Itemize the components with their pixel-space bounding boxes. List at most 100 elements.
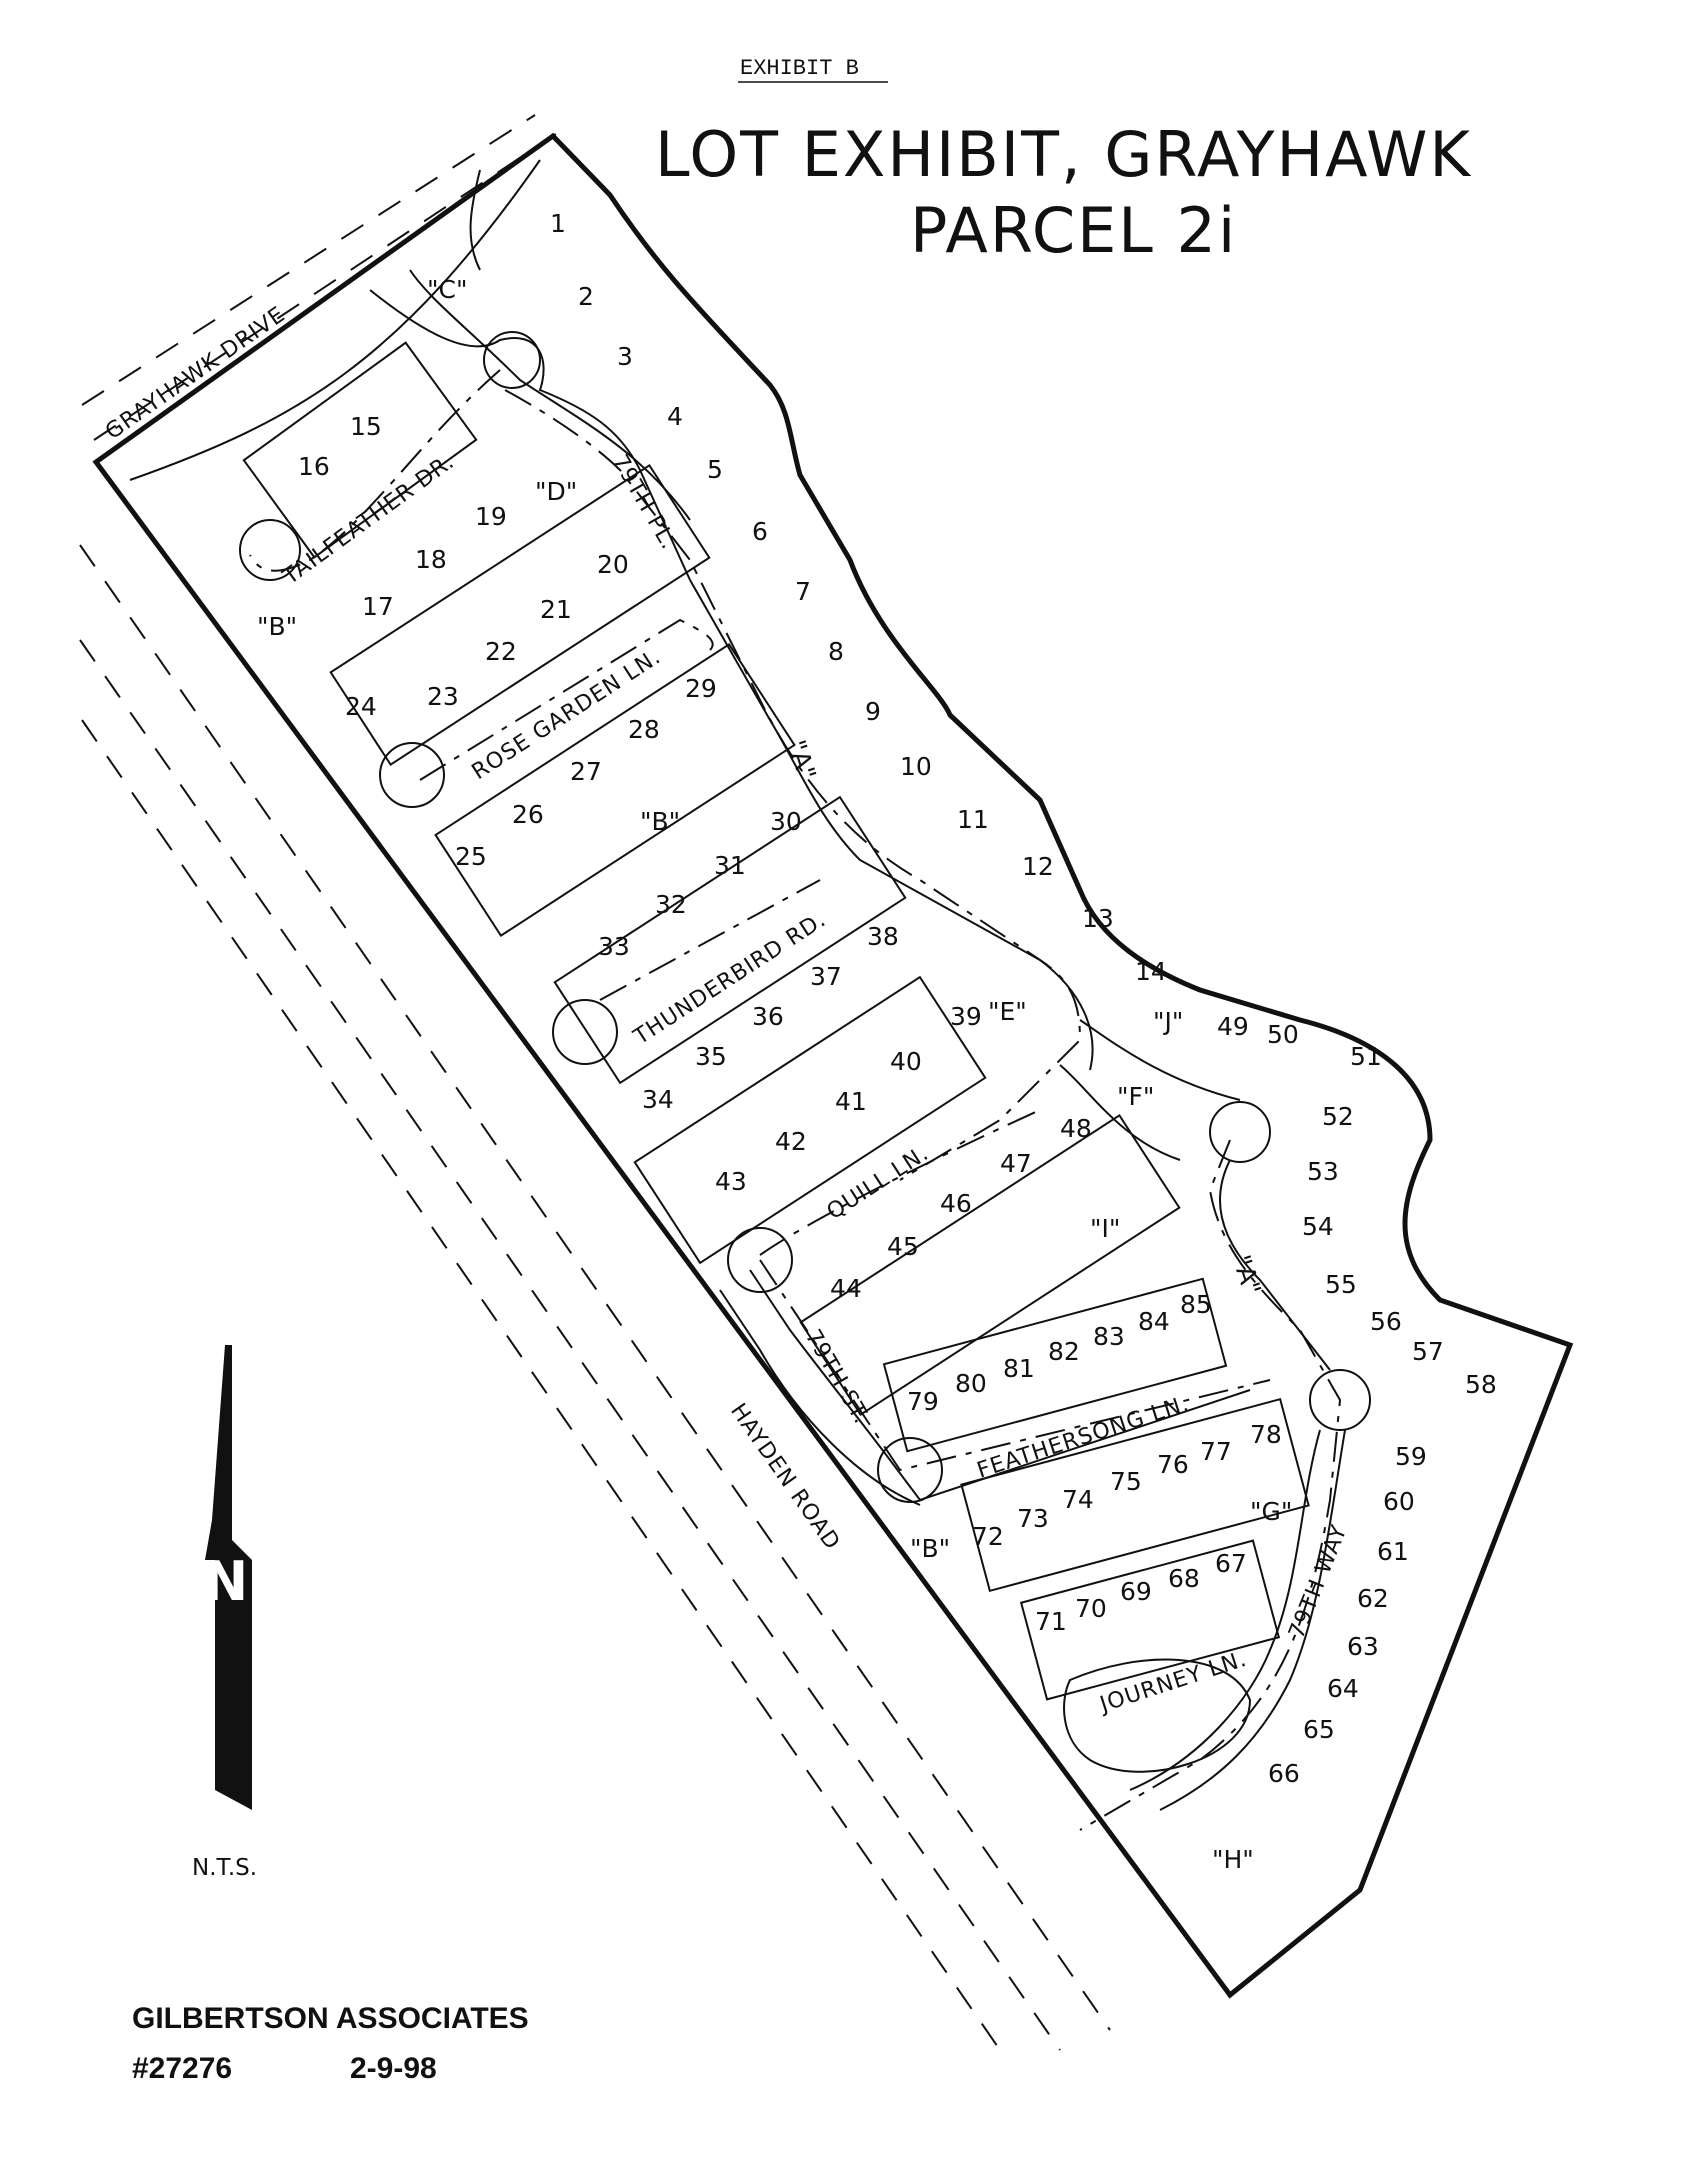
tract-b-1: "B" [257, 612, 297, 641]
tract-c: "C" [427, 275, 467, 304]
street-journey-ln: JOURNEY LN. [1095, 1647, 1250, 1719]
lot-42: 42 [775, 1127, 807, 1156]
street-hayden-road: HAYDEN ROAD [725, 1399, 845, 1555]
street-79th-st: 79TH ST. [800, 1326, 874, 1429]
lot-83: 83 [1093, 1322, 1125, 1351]
lot-63: 63 [1347, 1632, 1379, 1661]
tract-i: "I" [1090, 1214, 1120, 1243]
lot-79: 79 [907, 1387, 939, 1416]
lot-1: 1 [550, 209, 566, 238]
exhibit-label: EXHIBIT B [740, 56, 859, 81]
lot-5: 5 [707, 455, 723, 484]
lot-24: 24 [345, 692, 377, 721]
lot-81: 81 [1003, 1354, 1035, 1383]
lot-53: 53 [1307, 1157, 1339, 1186]
hayden-road-row-lines [79, 544, 1111, 2051]
lot-44: 44 [830, 1274, 862, 1303]
lot-38: 38 [867, 922, 899, 951]
lot-21: 21 [540, 595, 572, 624]
tract-b-3: "B" [910, 1534, 950, 1563]
lot-64: 64 [1327, 1674, 1359, 1703]
plat-date: 2-9-98 [350, 2052, 437, 2085]
lot-71: 71 [1035, 1607, 1067, 1636]
tract-b-2: "B" [640, 807, 680, 836]
lot-70: 70 [1075, 1594, 1107, 1623]
lot-52: 52 [1322, 1102, 1354, 1131]
north-arrow: N [203, 1345, 252, 1810]
lot-68: 68 [1168, 1564, 1200, 1593]
lot-34: 34 [642, 1085, 674, 1114]
lot-76: 76 [1157, 1450, 1189, 1479]
lot-51: 51 [1350, 1042, 1382, 1071]
title-line-1: LOT EXHIBIT, GRAYHAWK [655, 118, 1472, 191]
street-thunderbird-rd: THUNDERBIRD RD. [629, 907, 831, 1050]
street-79th-pl: 79TH PL. [607, 451, 681, 555]
lot-43: 43 [715, 1167, 747, 1196]
job-number: #27276 [132, 2052, 232, 2085]
lot-60: 60 [1383, 1487, 1415, 1516]
lot-37: 37 [810, 962, 842, 991]
lot-33: 33 [598, 932, 630, 961]
scale-note: N.T.S. [192, 1855, 257, 1881]
lot-18: 18 [415, 545, 447, 574]
lot-9: 9 [865, 697, 881, 726]
lot-19: 19 [475, 502, 507, 531]
lot-16: 16 [298, 452, 330, 481]
lot-78: 78 [1250, 1420, 1282, 1449]
lot-45: 45 [887, 1232, 919, 1261]
lot-31: 31 [714, 851, 746, 880]
lot-58: 58 [1465, 1370, 1497, 1399]
lot-2: 2 [578, 282, 594, 311]
tract-e: "E" [988, 997, 1027, 1026]
lot-74: 74 [1062, 1485, 1094, 1514]
lot-46: 46 [940, 1189, 972, 1218]
title-line-2: PARCEL 2i [910, 194, 1237, 267]
lot-36: 36 [752, 1002, 784, 1031]
lot-20: 20 [597, 550, 629, 579]
north-arrow-letter: N [203, 1550, 248, 1613]
lot-labels: 1 2 3 4 5 6 7 8 9 10 11 12 13 14 15 16 1… [298, 209, 1497, 1788]
lot-14: 14 [1135, 957, 1167, 986]
lot-82: 82 [1048, 1337, 1080, 1366]
lot-28: 28 [628, 715, 660, 744]
tract-f: "F" [1117, 1082, 1154, 1111]
street-79th-way: 79TH WAY [1284, 1521, 1352, 1642]
lot-84: 84 [1138, 1307, 1170, 1336]
tract-j: "J" [1153, 1007, 1183, 1036]
lot-67: 67 [1215, 1549, 1247, 1578]
lot-6: 6 [752, 517, 768, 546]
lot-47: 47 [1000, 1149, 1032, 1178]
lot-35: 35 [695, 1042, 727, 1071]
lot-40: 40 [890, 1047, 922, 1076]
lot-30: 30 [770, 807, 802, 836]
lot-17: 17 [362, 592, 394, 621]
lot-32: 32 [655, 890, 687, 919]
lot-77: 77 [1200, 1437, 1232, 1466]
street-quill-ln: QUILL LN. [823, 1141, 934, 1225]
grayhawk-drive-row-lines [81, 114, 563, 441]
lot-85: 85 [1180, 1290, 1212, 1319]
tract-h: "H" [1212, 1845, 1254, 1874]
lot-10: 10 [900, 752, 932, 781]
tract-a-2: "A" [1227, 1251, 1267, 1298]
lot-26: 26 [512, 800, 544, 829]
lot-55: 55 [1325, 1270, 1357, 1299]
tract-labels: "C" "D" "B" "B" "B" "A" "A" "E" "J" "F" … [257, 275, 1292, 1874]
lot-59: 59 [1395, 1442, 1427, 1471]
lot-4: 4 [667, 402, 683, 431]
street-edges [129, 159, 1371, 1811]
lot-25: 25 [455, 842, 487, 871]
firm-name: GILBERTSON ASSOCIATES [132, 2002, 529, 2035]
lot-61: 61 [1377, 1537, 1409, 1566]
lot-12: 12 [1022, 852, 1054, 881]
lot-7: 7 [795, 577, 811, 606]
lot-8: 8 [828, 637, 844, 666]
lot-75: 75 [1110, 1467, 1142, 1496]
lot-48: 48 [1060, 1114, 1092, 1143]
lot-57: 57 [1412, 1337, 1444, 1366]
lot-23: 23 [427, 682, 459, 711]
lot-41: 41 [835, 1087, 867, 1116]
lot-56: 56 [1370, 1307, 1402, 1336]
lot-22: 22 [485, 637, 517, 666]
